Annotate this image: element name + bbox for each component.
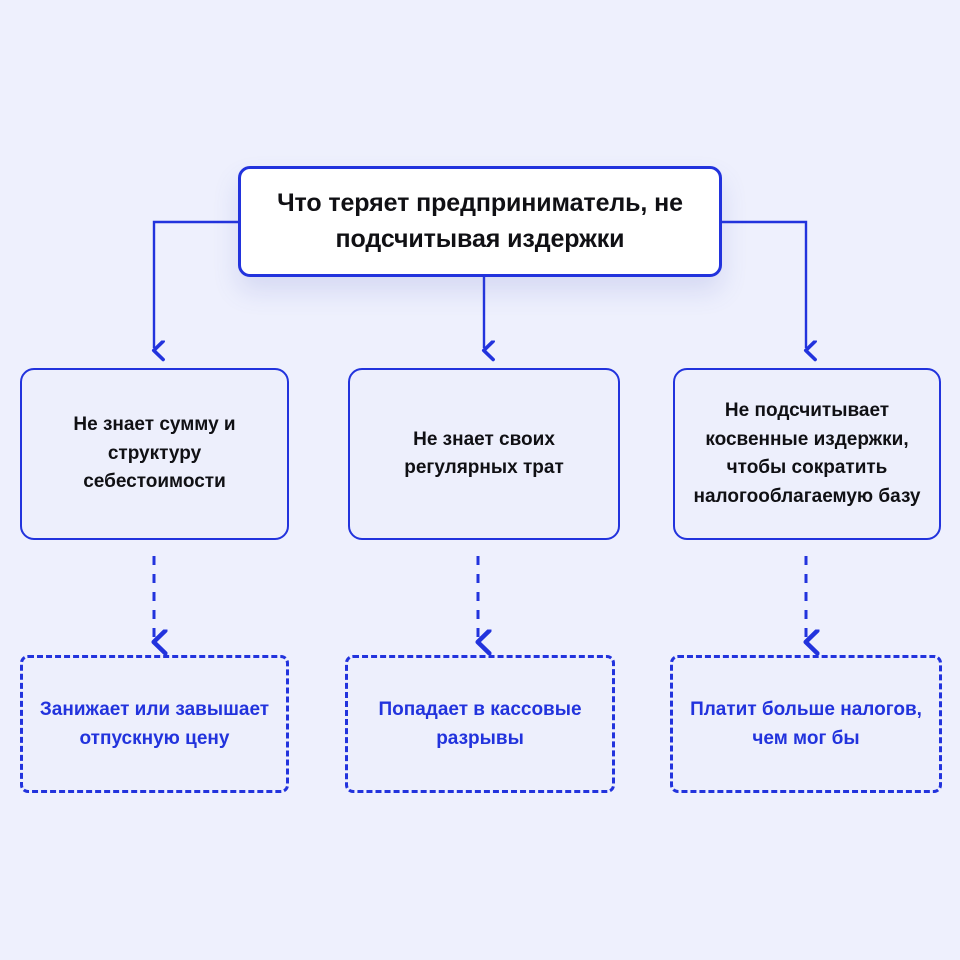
effect-node-3-label: Платит больше налогов, чем мог бы [690,698,922,749]
connector-root-to-cause-1 [154,220,238,348]
root-node-label: Что теряет предприниматель, не подсчитыв… [277,189,683,253]
effect-node-1: Занижает или завышает отпускную цену [20,655,289,793]
cause-node-2: Не знает своих регулярных трат [348,368,620,540]
effect-node-2-label: Попадает в кассовые разрывы [378,698,582,749]
connector-root-to-cause-3 [722,220,806,348]
cause-node-3: Не подсчитывает косвенные издержки, чтоб… [673,368,941,540]
effect-node-3: Платит больше налогов, чем мог бы [670,655,942,793]
cause-node-1: Не знает сумму и структуру себестоимости [20,368,289,540]
effect-node-2: Попадает в кассовые разрывы [345,655,615,793]
cause-node-3-label: Не подсчитывает косвенные издержки, чтоб… [693,400,921,507]
root-node: Что теряет предприниматель, не подсчитыв… [238,166,722,277]
cause-node-1-label: Не знает сумму и структуру себестоимости [73,414,236,493]
effect-node-1-label: Занижает или завышает отпускную цену [39,698,270,749]
cause-node-2-label: Не знает своих регулярных трат [404,428,564,479]
